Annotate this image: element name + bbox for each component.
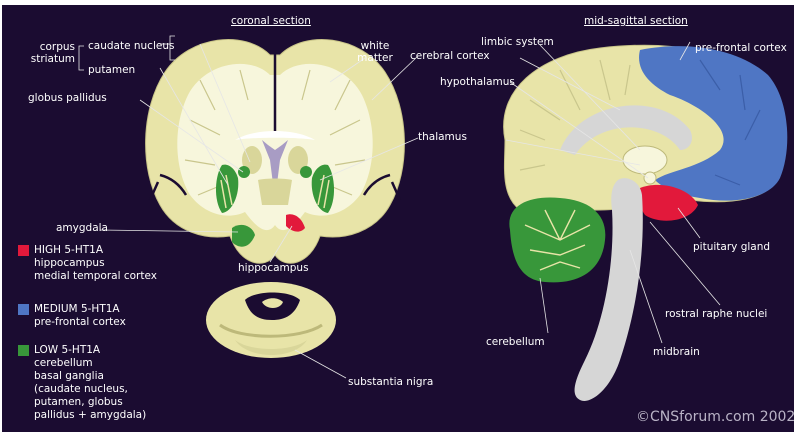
label-hypothalamus: hypothalamus	[440, 76, 515, 88]
legend-low-1: LOW 5-HT1A	[34, 344, 100, 356]
label-caudate-nucleus: caudate nucleus	[88, 40, 174, 52]
globus-pallidus-left	[238, 166, 250, 178]
header-coronal: coronal section	[231, 15, 311, 27]
globus-pallidus-right	[300, 166, 312, 178]
legend-swatch-medium	[18, 304, 29, 315]
copyright-text: ©CNSforum.com 2002	[636, 409, 795, 425]
brainstem-section	[206, 282, 336, 358]
label-pituitary-gland: pituitary gland	[693, 241, 770, 253]
legend-medium-2: pre-frontal cortex	[34, 316, 126, 328]
legend-medium-1: MEDIUM 5-HT1A	[34, 303, 120, 315]
label-striatum: striatum	[30, 53, 75, 65]
header-sagittal: mid-sagittal section	[584, 15, 688, 27]
label-thalamus: thalamus	[418, 131, 467, 143]
legend-swatch-high	[18, 245, 29, 256]
label-amygdala: amygdala	[56, 222, 108, 234]
legend-low-4: (caudate nucleus,	[34, 383, 128, 395]
hypothalamus-sagittal	[644, 172, 656, 184]
label-hippocampus: hippocampus	[238, 262, 309, 274]
thalamus-coronal	[258, 179, 292, 206]
label-cerebral-cortex: cerebral cortex	[410, 50, 490, 62]
label-pre-frontal-cortex: pre-frontal cortex	[695, 42, 787, 54]
sagittal-brain	[504, 45, 788, 401]
cerebellum-outer	[509, 197, 605, 282]
thalamus-sagittal	[623, 146, 667, 174]
label-substantia-nigra: substantia nigra	[348, 376, 433, 388]
label-limbic-system: limbic system	[481, 36, 554, 48]
label-globus-pallidus: globus pallidus	[28, 92, 107, 104]
legend-low-2: cerebellum	[34, 357, 93, 369]
label-cerebellum: cerebellum	[486, 336, 545, 348]
label-putamen: putamen	[88, 64, 135, 76]
legend-high-1: HIGH 5-HT1A	[34, 244, 103, 256]
label-white-matter-2: matter	[355, 52, 395, 64]
label-rostral-raphe-nuclei: rostral raphe nuclei	[665, 308, 767, 320]
legend-low-3: basal ganglia	[34, 370, 104, 382]
label-corpus: corpus	[30, 41, 75, 53]
legend-low-6: pallidus + amygdala)	[34, 409, 146, 421]
coronal-brain	[146, 40, 405, 264]
legend-low-5: putamen, globus	[34, 396, 123, 408]
legend-high-3: medial temporal cortex	[34, 270, 157, 282]
label-midbrain: midbrain	[653, 346, 700, 358]
legend-swatch-low	[18, 345, 29, 356]
label-white-matter-1: white	[355, 40, 395, 52]
legend-high-2: hippocampus	[34, 257, 105, 269]
